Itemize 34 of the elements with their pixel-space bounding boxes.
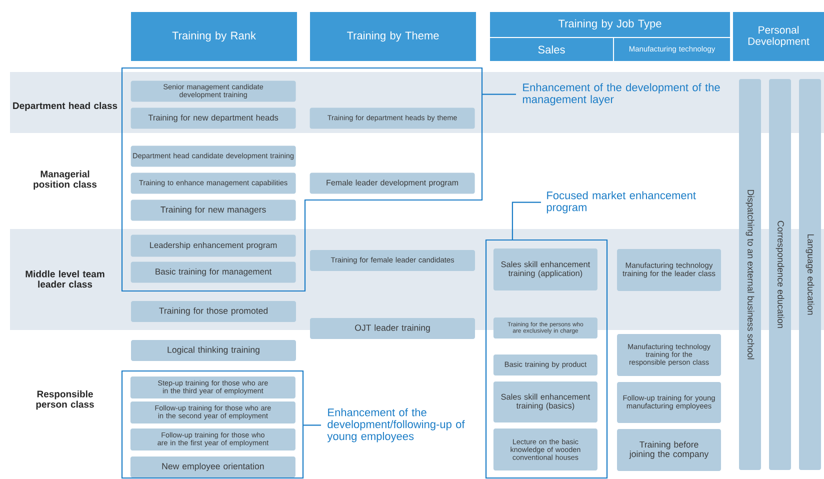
group-frame [485,239,608,479]
row-label: Managerial position class [34,170,97,190]
training-box: Training before joining the company [617,429,721,471]
node-label: Sales [538,45,565,54]
training-box: New employee orientation [130,456,296,478]
training-bar: Dispatching to an external business school [739,79,761,470]
row-label: Middle level team leader class [26,270,104,288]
training-box: OJT leader training [310,318,475,339]
training-box: Leadership enhancement program [130,234,296,257]
group-frame [121,370,304,479]
node-label: Training by Job Type [558,19,662,30]
column-header: Personal Development [733,12,824,61]
column-header: Training by Rank [131,12,297,61]
row-label: Responsible person class [36,390,94,410]
row-label: Department head class [13,102,118,111]
column-header: Sales [490,38,613,61]
callout-text: Enhancement of the development/following-up of young employees [327,408,465,442]
training-box: Training for new department heads [130,108,296,129]
group-frame [121,67,483,292]
leader-line [304,424,321,426]
training-box: Logical thinking training [131,340,296,361]
training-box: Sales skill enhancement training (application) [493,248,598,290]
training-bar: Language education [799,79,821,470]
column-header: Training by Theme [310,12,476,61]
training-box: Training for new managers [130,200,296,221]
training-box: Training for those promoted [131,301,296,322]
training-box: Sales skill enhancement training (basics) [493,381,598,422]
callout-text: Enhancement of the development of the management layer [522,83,720,106]
leader-line [482,94,516,95]
training-bar: Correspondence education [769,79,791,470]
leader-line [512,202,541,240]
training-box: Female leader development program [310,172,475,194]
training-box: Basic training for management [130,262,296,283]
callout-text: Focused market enhancement program [546,191,696,214]
